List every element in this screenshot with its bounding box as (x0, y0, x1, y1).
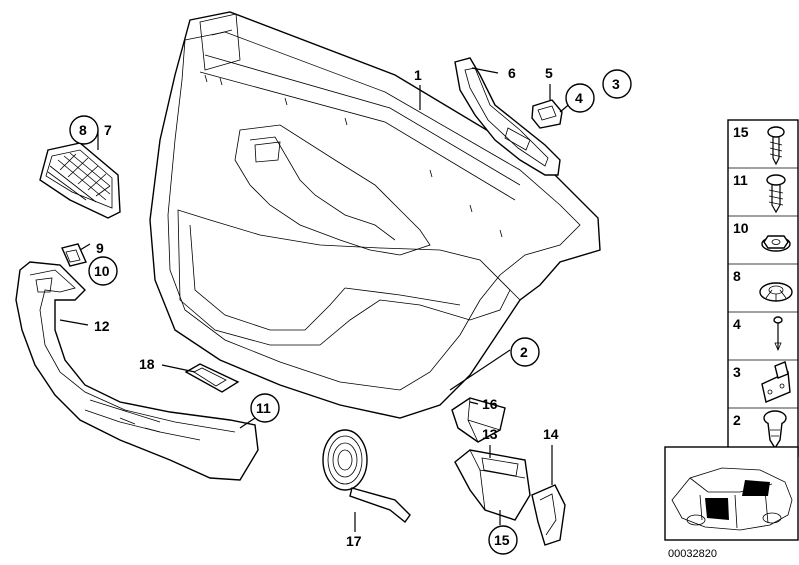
pull-handle-bracket (454, 57, 561, 176)
callout-12: 12 (94, 318, 110, 334)
legend-number: 10 (733, 220, 749, 236)
callout-16: 16 (482, 396, 498, 412)
bracket-icon (761, 361, 791, 403)
legend-number: 3 (733, 364, 741, 380)
callout-15: 15 (494, 532, 510, 548)
document-id: 00032820 (668, 548, 717, 560)
callout-10: 10 (94, 263, 110, 279)
callout-9: 9 (96, 240, 104, 256)
callout-14: 14 (543, 426, 559, 442)
speaker-grille (39, 142, 121, 219)
callout-7: 7 (104, 122, 112, 138)
legend-number: 11 (733, 172, 748, 188)
clip-part (531, 99, 563, 129)
screw-icon (766, 174, 786, 214)
legend-number: 15 (733, 124, 749, 140)
clip-icon (763, 410, 787, 450)
callout-2: 2 (520, 344, 528, 360)
legend-number: 8 (733, 268, 741, 284)
legend-number: 2 (733, 412, 741, 428)
door-trim-panel (149, 11, 601, 419)
callout-5: 5 (545, 65, 553, 81)
callout-17: 17 (346, 533, 362, 549)
trim-strip (531, 484, 566, 546)
pocket-insert (451, 397, 506, 443)
callouts: 1 2 3 4 5 6 7 8 9 10 11 12 13 14 15 16 1… (69, 65, 632, 555)
small-cover (61, 243, 87, 267)
callout-1: 1 (414, 67, 422, 83)
car-thumbnail (664, 446, 799, 541)
callout-8: 8 (79, 122, 87, 138)
callout-3: 3 (612, 76, 620, 92)
callout-6: 6 (508, 65, 516, 81)
storage-compartment (454, 449, 531, 521)
switch-cover (184, 363, 240, 393)
tape-roll (322, 429, 411, 524)
callout-18: 18 (139, 356, 155, 372)
pin-icon (773, 316, 783, 352)
armrest-trim (15, 261, 259, 481)
callout-13: 13 (482, 426, 498, 442)
expanding-rivet-icon (759, 282, 793, 302)
legend-number: 4 (733, 316, 741, 332)
nut-icon (761, 235, 791, 252)
callout-11: 11 (256, 400, 271, 416)
legend-panel: 15 11 10 8 4 3 (727, 119, 799, 457)
callout-4: 4 (575, 90, 583, 106)
screw-icon (767, 126, 785, 166)
